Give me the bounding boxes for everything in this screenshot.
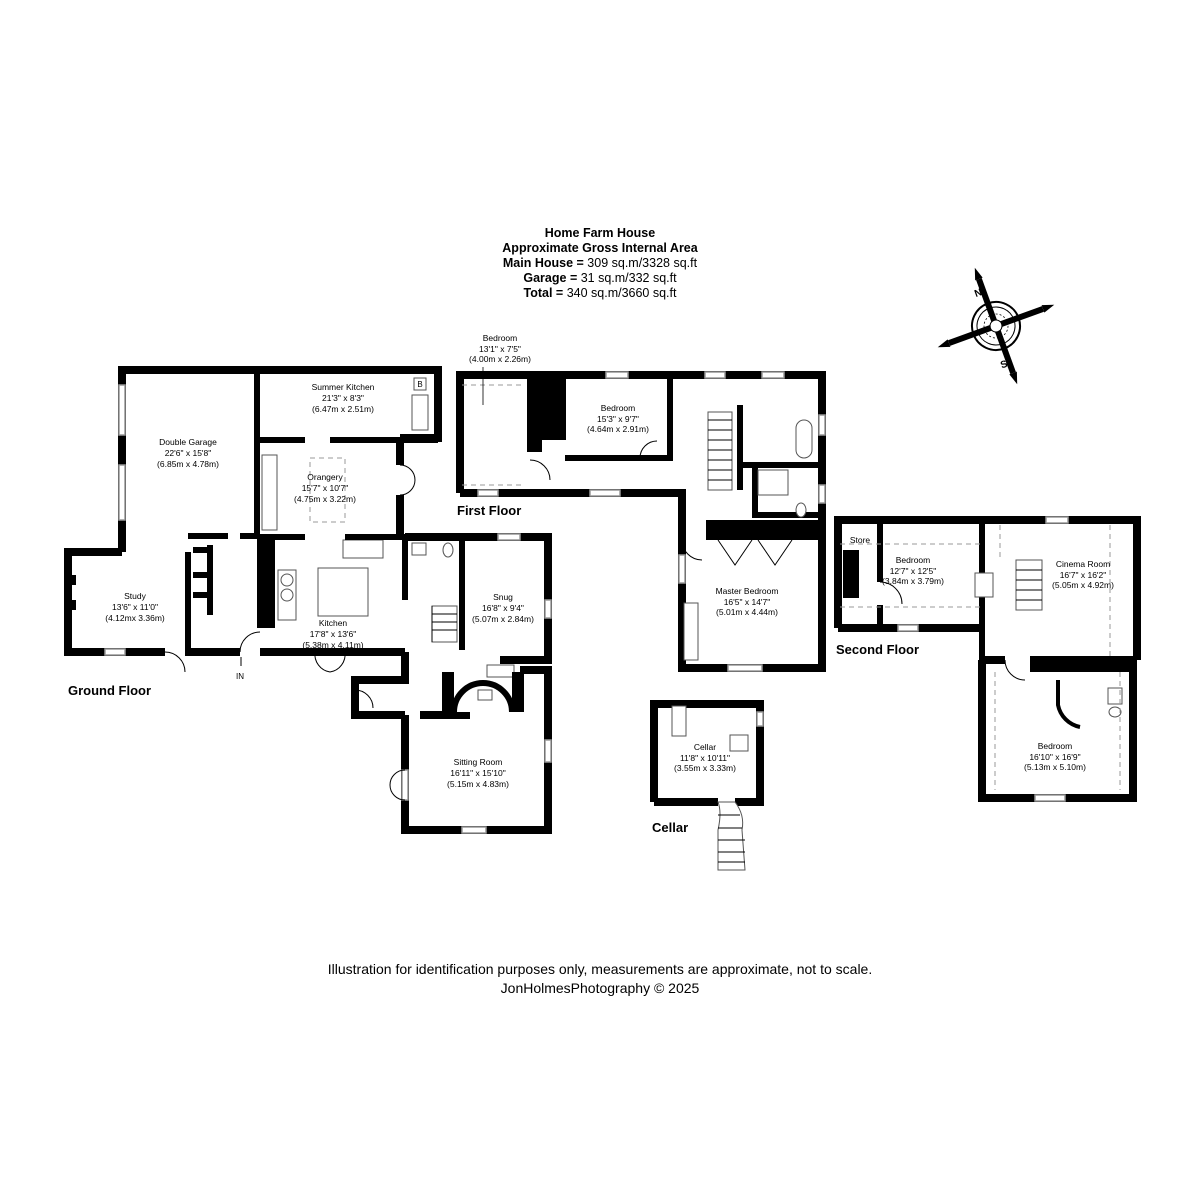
svg-text:Bedroom: Bedroom — [601, 403, 636, 413]
svg-text:21'3" x 8'3": 21'3" x 8'3" — [322, 393, 364, 403]
svg-text:Bedroom: Bedroom — [483, 333, 518, 343]
compass-north: N — [973, 287, 984, 300]
first-floor-plan — [456, 371, 826, 672]
svg-text:11'8" x 10'11": 11'8" x 10'11" — [680, 753, 730, 763]
svg-text:15'3" x 9'7": 15'3" x 9'7" — [597, 414, 639, 424]
svg-text:Bedroom: Bedroom — [1038, 741, 1073, 751]
cellar-plan — [650, 700, 764, 871]
svg-text:(5.15m x 4.83m): (5.15m x 4.83m) — [447, 779, 509, 789]
svg-text:Double Garage: Double Garage — [159, 437, 217, 447]
svg-text:(4.12mx 3.36m): (4.12mx 3.36m) — [105, 613, 165, 623]
svg-text:(6.85m x 4.78m): (6.85m x 4.78m) — [157, 459, 219, 469]
property-title: Home Farm House — [544, 226, 656, 240]
area-total: Total = 340 sq.m/3660 sq.ft — [523, 286, 677, 300]
svg-text:Kitchen: Kitchen — [319, 618, 348, 628]
svg-text:(5.05m x 4.92m): (5.05m x 4.92m) — [1052, 580, 1114, 590]
room-label-store: Store — [850, 535, 871, 545]
svg-text:13'6" x 11'0": 13'6" x 11'0" — [112, 602, 158, 612]
svg-text:16'7" x 16'2": 16'7" x 16'2" — [1060, 570, 1107, 580]
ground-floor-plan: B — [64, 366, 552, 834]
svg-text:(5.13m x 5.10m): (5.13m x 5.10m) — [1024, 762, 1086, 772]
svg-text:(4.75m x 3.22m): (4.75m x 3.22m) — [294, 494, 356, 504]
svg-text:(5.01m x 4.44m): (5.01m x 4.44m) — [716, 607, 778, 617]
svg-text:13'1" x 7'5": 13'1" x 7'5" — [479, 344, 521, 354]
credit: JonHolmesPhotography © 2025 — [500, 980, 700, 996]
svg-text:Cinema Room: Cinema Room — [1056, 559, 1110, 569]
svg-text:Sitting Room: Sitting Room — [454, 757, 503, 767]
entrance-label: IN — [236, 672, 244, 681]
svg-text:16'5" x 14'7": 16'5" x 14'7" — [724, 597, 771, 607]
svg-text:(5.07m x 2.84m): (5.07m x 2.84m) — [472, 614, 534, 624]
svg-text:(4.00m x 2.26m): (4.00m x 2.26m) — [469, 354, 531, 364]
second-floor-label: Second Floor — [836, 642, 919, 657]
svg-text:Master Bedroom: Master Bedroom — [716, 586, 779, 596]
compass-south: S — [999, 359, 1009, 372]
svg-text:(3.55m x 3.33m): (3.55m x 3.33m) — [674, 763, 736, 773]
footer: Illustration for identification purposes… — [200, 960, 1000, 998]
area-subtitle: Approximate Gross Internal Area — [502, 241, 698, 255]
svg-text:12'7" x 12'5": 12'7" x 12'5" — [890, 566, 937, 576]
svg-text:22'6" x 15'8": 22'6" x 15'8" — [165, 448, 212, 458]
svg-text:(4.64m x 2.91m): (4.64m x 2.91m) — [587, 424, 649, 434]
boiler-label: B — [417, 380, 422, 389]
area-summary: Home Farm House Approximate Gross Intern… — [400, 226, 800, 301]
svg-text:15'7" x 10'7": 15'7" x 10'7" — [302, 483, 349, 493]
svg-text:(3.84m x 3.79m): (3.84m x 3.79m) — [882, 576, 944, 586]
svg-text:Bedroom: Bedroom — [896, 555, 931, 565]
first-floor-label: First Floor — [457, 503, 521, 518]
disclaimer: Illustration for identification purposes… — [327, 961, 873, 977]
svg-text:(6.47m x 2.51m): (6.47m x 2.51m) — [312, 404, 374, 414]
svg-text:17'8" x 13'6": 17'8" x 13'6" — [310, 629, 357, 639]
svg-text:16'11" x 15'10": 16'11" x 15'10" — [450, 768, 505, 778]
compass-icon: N S — [937, 267, 1055, 385]
cellar-floor-label: Cellar — [652, 820, 688, 835]
area-garage: Garage = 31 sq.m/332 sq.ft — [523, 271, 677, 285]
svg-text:Study: Study — [124, 591, 146, 601]
second-floor-plan — [834, 516, 1141, 802]
svg-text:16'10" x 16'9": 16'10" x 16'9" — [1029, 752, 1080, 762]
svg-text:Orangery: Orangery — [307, 472, 343, 482]
svg-text:Cellar: Cellar — [694, 742, 716, 752]
svg-text:(5.38m x 4.11m): (5.38m x 4.11m) — [302, 640, 363, 650]
area-main-house: Main House = 309 sq.m/3328 sq.ft — [502, 256, 698, 270]
ground-floor-label: Ground Floor — [68, 683, 151, 698]
svg-text:Summer Kitchen: Summer Kitchen — [312, 382, 375, 392]
svg-text:Snug: Snug — [493, 592, 513, 602]
svg-text:16'8" x 9'4": 16'8" x 9'4" — [482, 603, 524, 613]
